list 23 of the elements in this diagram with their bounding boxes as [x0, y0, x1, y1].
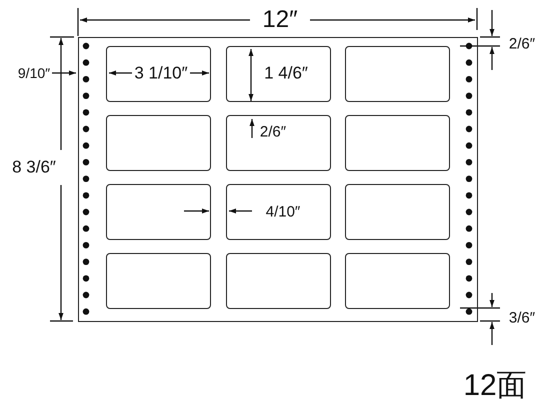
label-box	[106, 252, 210, 308]
dimension-label: 2/6″	[508, 36, 536, 52]
label-box	[344, 114, 450, 170]
label-box	[226, 252, 330, 308]
label-box	[344, 184, 450, 240]
dimension-label: 1 4/6″	[264, 64, 308, 82]
label-box	[106, 184, 210, 240]
sheet-outline	[78, 37, 478, 322]
label-box	[226, 114, 330, 170]
label-box	[344, 252, 450, 308]
count-label: 12面	[463, 371, 527, 401]
dimension-label: 8 3/6″	[12, 158, 56, 176]
dimension-label: 3 1/10″	[134, 64, 188, 82]
label-box	[344, 46, 450, 102]
dimension-label: 12″	[262, 8, 298, 32]
label-box	[226, 46, 330, 102]
dimension-label: 3/6″	[508, 310, 536, 326]
label-box	[106, 46, 210, 102]
dimension-label: 9/10″	[18, 66, 50, 80]
dimension-label: 4/10″	[266, 204, 300, 220]
dimension-label: 2/6″	[260, 124, 286, 140]
label-box	[226, 184, 330, 240]
label-box	[106, 114, 210, 170]
